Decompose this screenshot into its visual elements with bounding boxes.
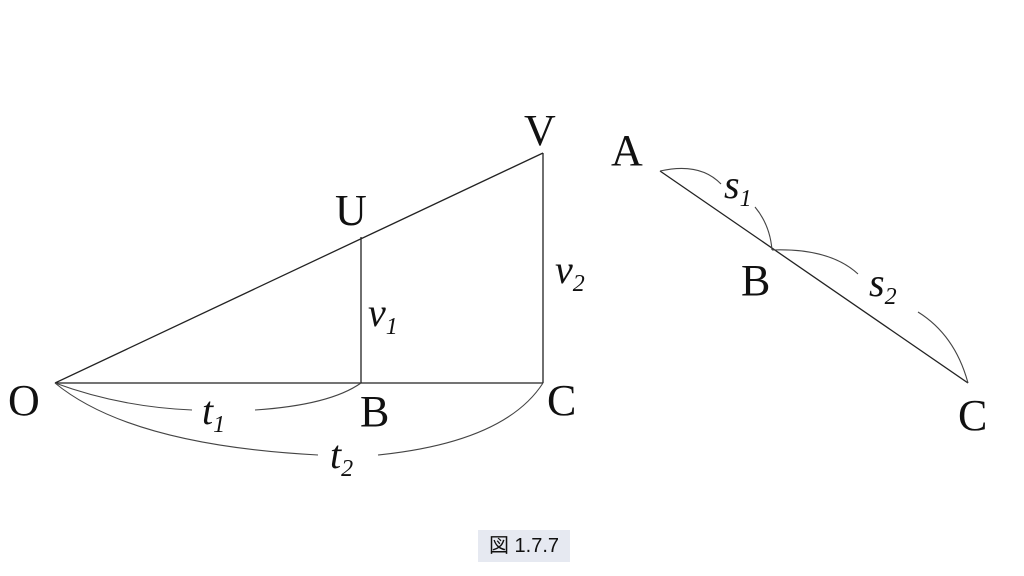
path-AC — [659, 170, 969, 384]
arc-s1-upper — [659, 167, 722, 185]
left-figure: O B C U V v1 v2 t1 t2 — [8, 106, 585, 482]
point-O: O — [8, 376, 40, 425]
point-A: A — [611, 126, 643, 175]
right-figure: A B C s1 s2 — [611, 126, 987, 440]
point-U: U — [335, 186, 367, 235]
label-t1: t1 — [202, 388, 225, 438]
arc-s2-lower — [917, 311, 969, 384]
label-v2: v2 — [555, 247, 585, 297]
arc-t1-right — [254, 382, 362, 411]
point-V: V — [524, 106, 556, 155]
label-s2: s2 — [869, 260, 897, 310]
label-t2: t2 — [330, 432, 353, 482]
point-C-right: C — [958, 391, 987, 440]
arc-t2-left — [54, 382, 319, 456]
arc-s2-upper — [771, 249, 859, 275]
label-s1: s1 — [724, 162, 752, 212]
line-OV — [54, 152, 544, 384]
arc-s1-lower — [754, 206, 773, 251]
arc-t2-right — [377, 382, 544, 456]
point-B: B — [360, 387, 389, 436]
figure-caption: 図 1.7.7 — [478, 530, 570, 562]
label-v1: v1 — [368, 290, 398, 340]
arc-t1-left — [54, 382, 193, 411]
point-C: C — [547, 376, 576, 425]
point-B-right: B — [741, 256, 770, 305]
